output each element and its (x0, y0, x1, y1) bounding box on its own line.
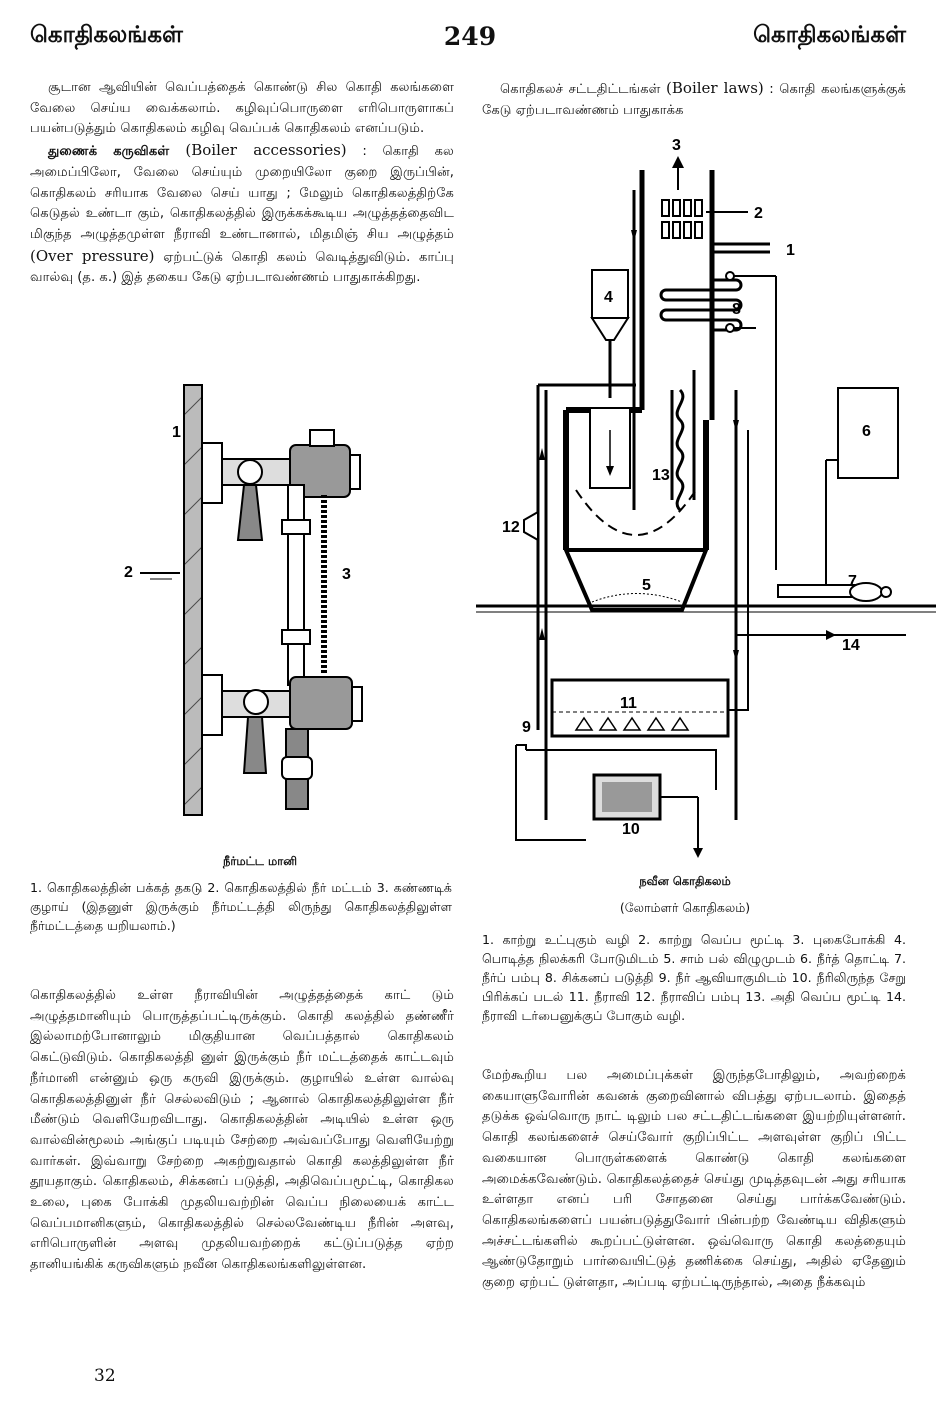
glass-tube (287, 484, 305, 686)
heading-boiler-laws: கொதிகலச் சட்டதிட்டங்கள் (500, 82, 667, 97)
paragraph-boiler-laws: கொதிகலச் சட்டதிட்டங்கள் (Boiler laws) : … (482, 78, 906, 121)
fig-right-caption-sub: (லோம்ளர் கொதிகலம்) (619, 900, 751, 915)
fig-right-label-9: 9 (522, 719, 531, 736)
fig-right-label-12: 12 (502, 519, 520, 536)
page-number: 249 (443, 22, 497, 51)
fig-left-legend: 1. கொதிகலத்தின் பக்கத் தகடு 2. கொதிகலத்த… (30, 880, 452, 933)
fig-right-label-8: 8 (732, 301, 741, 318)
fig-right-label-5: 5 (642, 577, 651, 594)
fig-right-label-1: 1 (786, 242, 795, 259)
paragraph-boiler-accessories-end: ஏற்பட்டுக் கொதி கலம் வெடித்துவிடும். காப… (30, 249, 454, 286)
fig-right-label-14: 14 (842, 637, 860, 654)
fig-left-label-2: 2 (124, 564, 133, 581)
term-over-pressure: (Over pressure) (30, 246, 155, 265)
paragraph-boiler-laws-body: : கொதி கலங்களுக்குக் கேடு ஏற்படாவண்ணம் ப… (482, 82, 906, 118)
fig-left-label-3: 3 (342, 566, 351, 583)
heading-boiler-accessories: துணைக் கருவிகள் (48, 144, 186, 160)
paragraph-boiler-accessories-body: : கொதி கல அமைப்பிலோ, வேலை செய்யும் முறைய… (30, 144, 454, 242)
paragraph-waste-heat: சூடான ஆவியின் வெப்பத்தைக் கொண்டு சில கொத… (30, 80, 454, 137)
water-gauge-diagram: 1 2 3 (124, 384, 363, 816)
right-column-bottom: மேற்கூறிய பல அமைப்புக்கள் இருந்தபோதிலும்… (482, 1066, 906, 1294)
fig-right-label-2: 2 (754, 205, 763, 222)
loeffler-boiler-diagram: 3 2 1 4 8 6 13 12 5 7 14 11 9 10 (476, 137, 936, 858)
left-column-top: சூடான ஆவியின் வெப்பத்தைக் கொண்டு சில கொத… (30, 78, 454, 289)
fig-left-label-1: 1 (172, 424, 181, 441)
paragraph-boiler-accessories: துணைக் கருவிகள் (Boiler accessories) : க… (30, 140, 454, 289)
fig-right-label-10: 10 (622, 821, 640, 838)
fig-right-label-7: 7 (848, 573, 857, 590)
fig-right-label-3: 3 (672, 137, 681, 154)
running-head-right: கொதிகலங்கள் (753, 22, 906, 48)
fig-right-label-11: 11 (620, 695, 637, 712)
fig-left-caption: நீர்மட்ட மானி (223, 854, 297, 868)
fig-right-label-13: 13 (652, 467, 670, 484)
term-boiler-laws: (Boiler laws) (666, 79, 764, 97)
running-head-left: கொதிகலங்கள் (30, 22, 183, 48)
right-column-top: கொதிகலச் சட்டதிட்டங்கள் (Boiler laws) : … (482, 78, 906, 121)
fig-right-caption: நவீன கொதிகலம் (639, 874, 731, 888)
paragraph-boiler-laws-detail: மேற்கூறிய பல அமைப்புக்கள் இருந்தபோதிலும்… (482, 1068, 906, 1291)
paragraph-water-gauge: கொதிகலத்தில் உள்ள நீராவியின் அழுத்தத்தைக… (30, 988, 454, 1273)
fig-right-label-6: 6 (862, 423, 871, 440)
fig-right-label-4: 4 (604, 289, 613, 306)
left-column-bottom: கொதிகலத்தில் உள்ள நீராவியின் அழுத்தத்தைக… (30, 986, 454, 1276)
term-boiler-accessories: (Boiler accessories) (185, 141, 347, 160)
footer-page-index: 32 (94, 1366, 116, 1386)
boiler-side-plate (183, 384, 203, 816)
fig-right-legend: 1. காற்று உட்புகும் வழி 2. காற்று வெப்ப … (482, 932, 906, 1023)
